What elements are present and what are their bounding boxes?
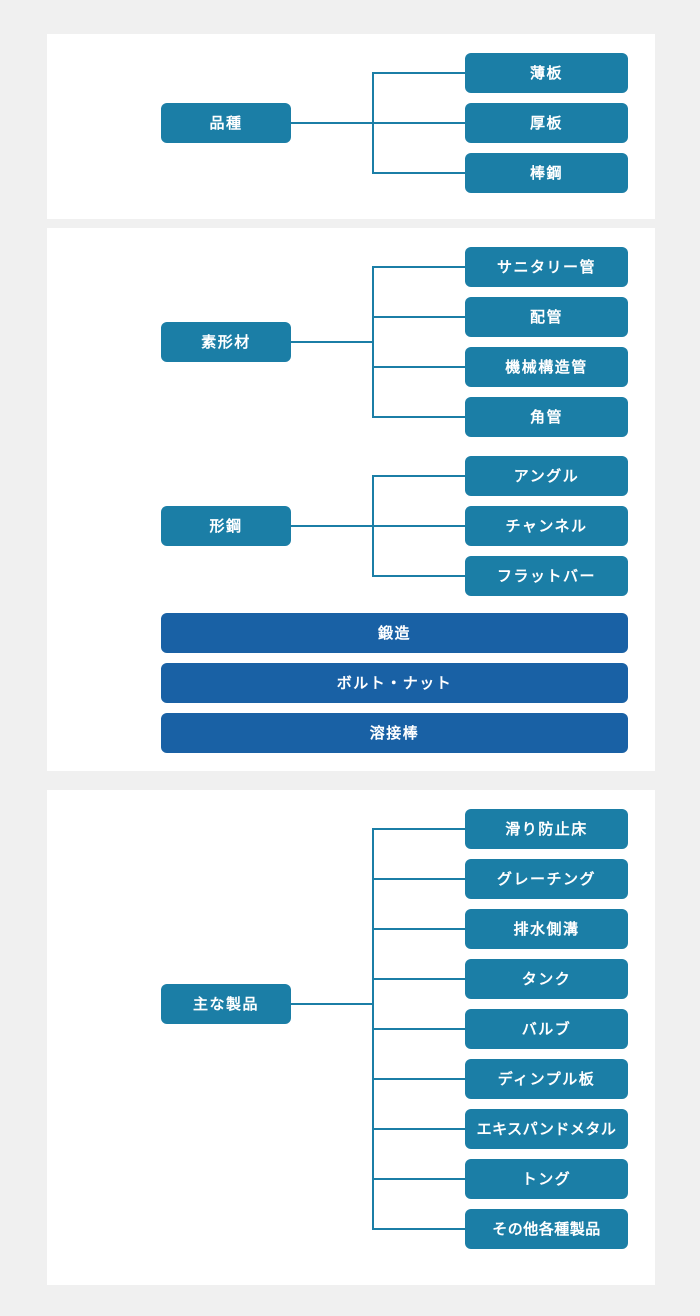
- tree-child-node[interactable]: 機械構造管: [465, 347, 628, 387]
- tree-child-node[interactable]: サニタリー管: [465, 247, 628, 287]
- tree-child-node[interactable]: 排水側溝: [465, 909, 628, 949]
- section-panel-sokeizai: 素形材 サニタリー管 配管 機械構造管 角管 形鋼 アングル チャンネル フラッ…: [47, 228, 655, 771]
- tree-child-node[interactable]: トング: [465, 1159, 628, 1199]
- tree-child-node[interactable]: 角管: [465, 397, 628, 437]
- tree-parent-node[interactable]: 形鋼: [161, 506, 291, 546]
- tree-child-node[interactable]: タンク: [465, 959, 628, 999]
- full-width-bar[interactable]: ボルト・ナット: [161, 663, 628, 703]
- section-panel-omona-seihin: 主な製品 滑り防止床 グレーチング 排水側溝 タンク バルブ ディンプル板 エキ…: [47, 790, 655, 1285]
- tree-parent-node[interactable]: 品種: [161, 103, 291, 143]
- tree-child-node[interactable]: 配管: [465, 297, 628, 337]
- tree-child-node[interactable]: 滑り防止床: [465, 809, 628, 849]
- tree-child-node[interactable]: バルブ: [465, 1009, 628, 1049]
- tree-child-node[interactable]: エキスパンドメタル: [465, 1109, 628, 1149]
- tree-child-node[interactable]: アングル: [465, 456, 628, 496]
- tree-child-node[interactable]: 厚板: [465, 103, 628, 143]
- section-panel-hinshu: 品種 薄板 厚板 棒鋼: [47, 34, 655, 219]
- tree-child-node[interactable]: その他各種製品: [465, 1209, 628, 1249]
- tree-child-node[interactable]: 棒鋼: [465, 153, 628, 193]
- tree-child-node[interactable]: フラットバー: [465, 556, 628, 596]
- tree-child-node[interactable]: チャンネル: [465, 506, 628, 546]
- tree-parent-node[interactable]: 素形材: [161, 322, 291, 362]
- full-width-bar[interactable]: 溶接棒: [161, 713, 628, 753]
- tree-child-node[interactable]: ディンプル板: [465, 1059, 628, 1099]
- tree-child-node[interactable]: 薄板: [465, 53, 628, 93]
- tree-child-node[interactable]: グレーチング: [465, 859, 628, 899]
- full-width-bar[interactable]: 鍛造: [161, 613, 628, 653]
- tree-parent-node[interactable]: 主な製品: [161, 984, 291, 1024]
